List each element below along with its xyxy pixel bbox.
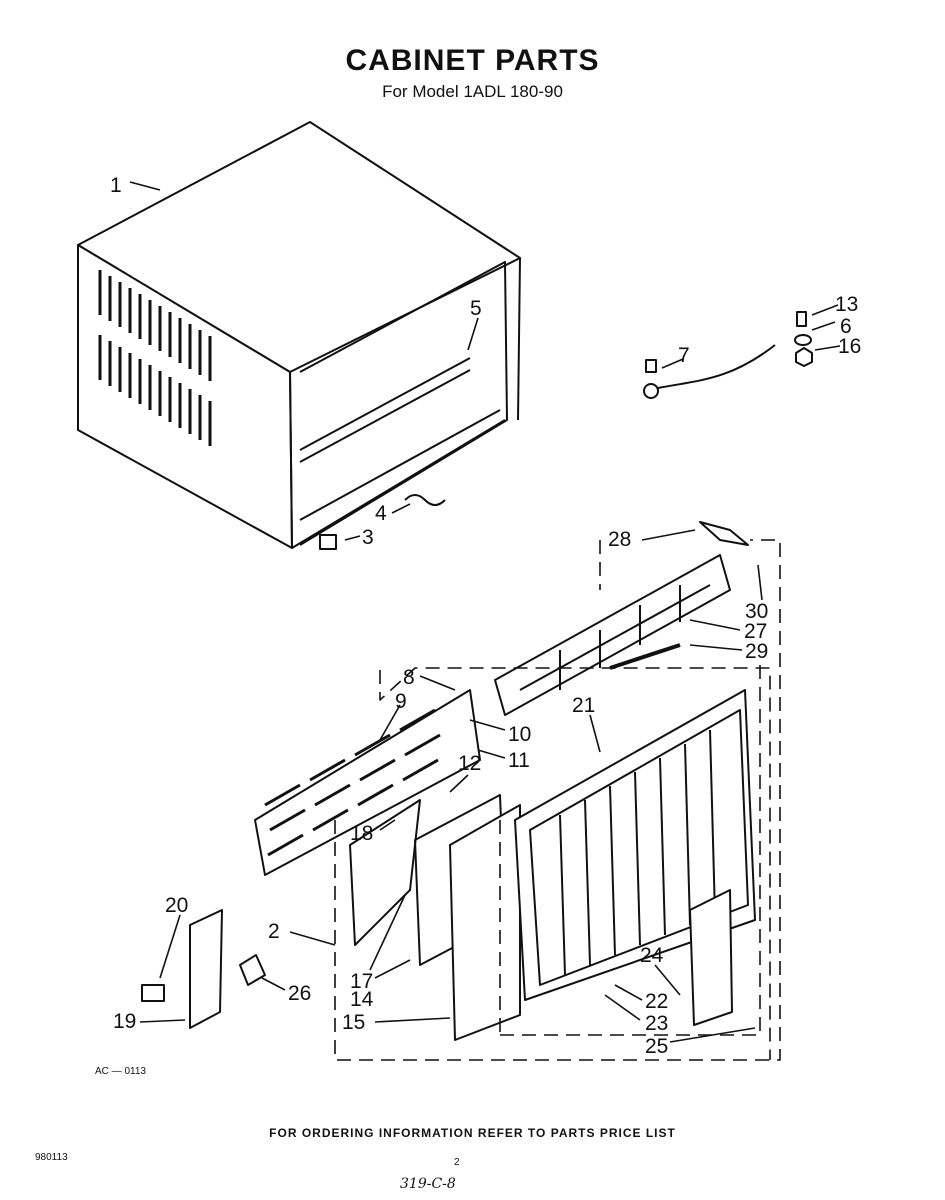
retainer-clip	[404, 494, 446, 506]
callout-7: 7	[678, 344, 690, 367]
leader-lines	[129, 181, 841, 1043]
drawing-code: AC — 0113	[95, 1066, 146, 1077]
air-filter	[689, 889, 733, 1026]
callout-24: 24	[640, 944, 664, 967]
document-number: 980113	[35, 1152, 68, 1163]
ordering-note: FOR ORDERING INFORMATION REFER TO PARTS …	[269, 1126, 676, 1140]
callout-1: 1	[110, 174, 122, 197]
callout-13: 13	[835, 293, 858, 316]
callout-16: 16	[838, 335, 861, 358]
callout-28: 28	[608, 528, 631, 551]
louver-assembly	[494, 521, 749, 716]
page-number: 2	[454, 1157, 460, 1168]
callout-10: 10	[508, 723, 531, 746]
callout-5: 5	[470, 297, 482, 320]
ground-wire	[643, 311, 813, 399]
callout-6: 6	[840, 315, 852, 338]
callout-20: 20	[165, 894, 188, 917]
callout-27: 27	[744, 620, 767, 643]
front-gasket	[449, 804, 521, 1041]
cabinet-shell	[77, 121, 521, 549]
callout-8: 8	[403, 666, 415, 689]
callout-14: 14	[350, 988, 374, 1011]
callout-2: 2	[268, 920, 280, 943]
callout-22: 22	[645, 990, 668, 1013]
callout-25: 25	[645, 1035, 668, 1058]
control-panel	[141, 909, 266, 1029]
callout-11: 11	[508, 749, 530, 772]
callout-4: 4	[375, 502, 387, 525]
cabinet-foot	[319, 534, 337, 550]
callout-18: 18	[350, 822, 373, 845]
model-subtitle: For Model 1ADL 180-90	[382, 82, 563, 101]
page-title: CABINET PARTS	[345, 44, 600, 77]
assembly-grouping-lines	[334, 539, 781, 1061]
callout-labels: 1 2 3 4 5 6 7 8 9 10 11 12 13 14 15 16 1…	[110, 174, 861, 1058]
callout-23: 23	[645, 1012, 668, 1035]
callout-12: 12	[458, 752, 481, 775]
callout-15: 15	[342, 1011, 365, 1034]
callout-3: 3	[362, 526, 374, 549]
louver-blade-panel	[254, 689, 481, 876]
callout-9: 9	[395, 690, 407, 713]
callout-30: 30	[745, 600, 768, 623]
callout-21: 21	[572, 694, 595, 717]
callout-29: 29	[745, 640, 768, 663]
callout-17: 17	[350, 970, 373, 993]
handwritten-note: 319-C-8	[400, 1176, 456, 1192]
callout-19: 19	[113, 1010, 136, 1033]
callout-26: 26	[288, 982, 311, 1005]
